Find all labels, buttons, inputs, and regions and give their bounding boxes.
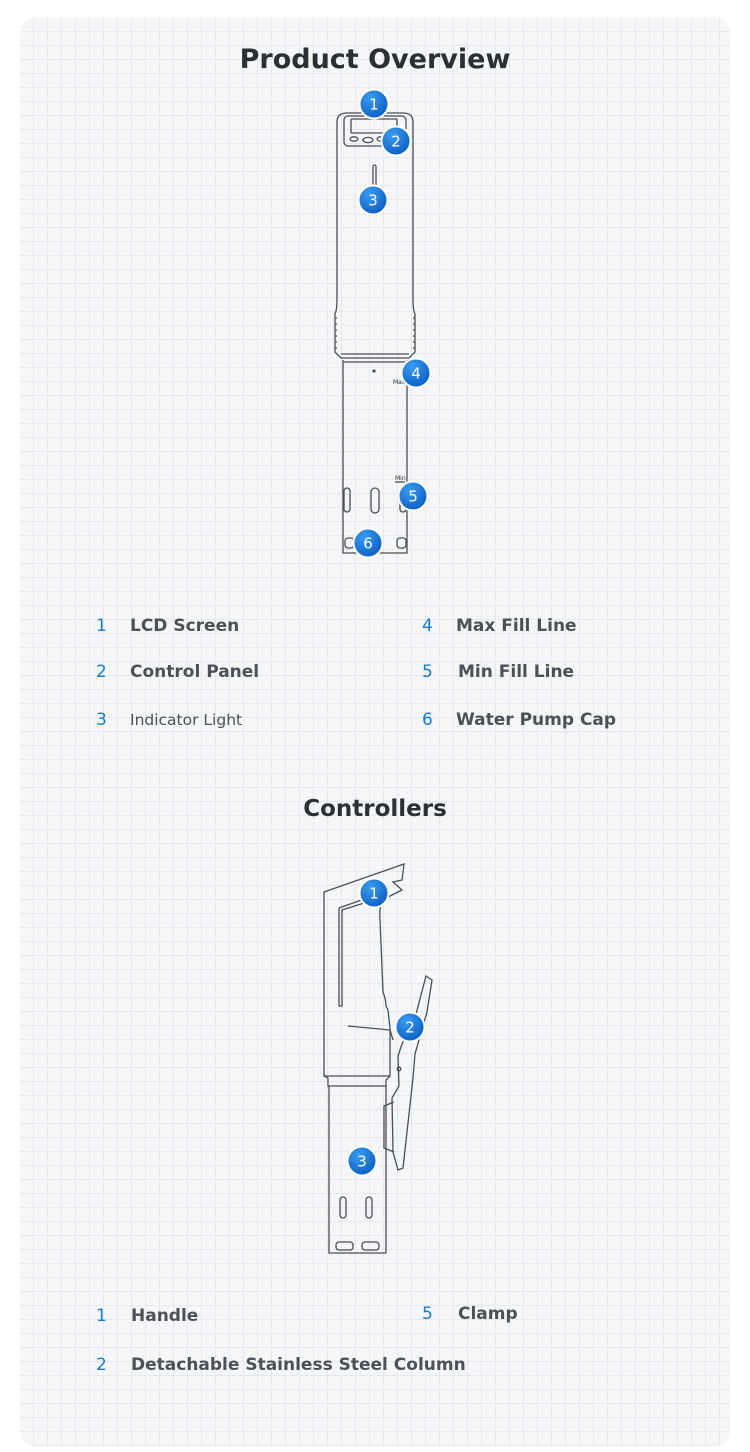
svg-text:3: 3	[368, 192, 378, 210]
legend-label: LCD Screen	[130, 616, 240, 636]
controller-callout-3: 3	[346, 1145, 378, 1177]
svg-text:1: 1	[369, 96, 379, 114]
legend-number: 3	[96, 710, 107, 730]
callout-6: 6	[352, 527, 384, 559]
svg-text:2: 2	[391, 133, 401, 151]
section-title-product-overview: Product Overview	[239, 44, 511, 75]
content-panel	[20, 18, 730, 1446]
callout-4: 4	[400, 357, 432, 389]
product-front-illustration: Max Min 1 2 3 4 5 6	[334, 88, 432, 559]
legend-number: 6	[422, 710, 433, 730]
svg-text:1: 1	[369, 885, 379, 903]
callout-1: 1	[358, 88, 390, 120]
legend-label: Indicator Light	[130, 711, 243, 729]
svg-text:5: 5	[408, 488, 418, 506]
callout-5: 5	[397, 480, 429, 512]
legend-label: Max Fill Line	[456, 616, 577, 636]
section-title-controllers: Controllers	[303, 796, 447, 822]
callout-2: 2	[380, 125, 412, 157]
legend-number: 1	[96, 616, 107, 636]
legend-label: Detachable Stainless Steel Column	[131, 1355, 466, 1375]
legend-label: Handle	[131, 1306, 199, 1326]
legend-label: Clamp	[458, 1304, 518, 1324]
controller-callout-1: 1	[358, 877, 390, 909]
svg-text:6: 6	[363, 535, 373, 553]
max-mark: Max	[393, 379, 406, 386]
svg-text:3: 3	[357, 1153, 367, 1171]
legend-label: Water Pump Cap	[456, 710, 617, 730]
legend-number: 1	[96, 1306, 107, 1326]
svg-text:2: 2	[405, 1019, 415, 1037]
legend-number: 2	[96, 662, 107, 682]
legend-label: Control Panel	[130, 662, 260, 682]
product-side-illustration: 1 2 3	[323, 863, 433, 1254]
min-mark: Min	[395, 475, 406, 482]
legend-number: 2	[96, 1355, 107, 1375]
legend-label: Min Fill Line	[458, 662, 575, 682]
legend-number: 5	[422, 662, 433, 682]
legend-number: 4	[422, 616, 433, 636]
svg-text:4: 4	[411, 365, 421, 383]
controller-callout-2: 2	[394, 1011, 426, 1043]
legend-number: 5	[422, 1304, 433, 1324]
callout-3: 3	[357, 184, 389, 216]
